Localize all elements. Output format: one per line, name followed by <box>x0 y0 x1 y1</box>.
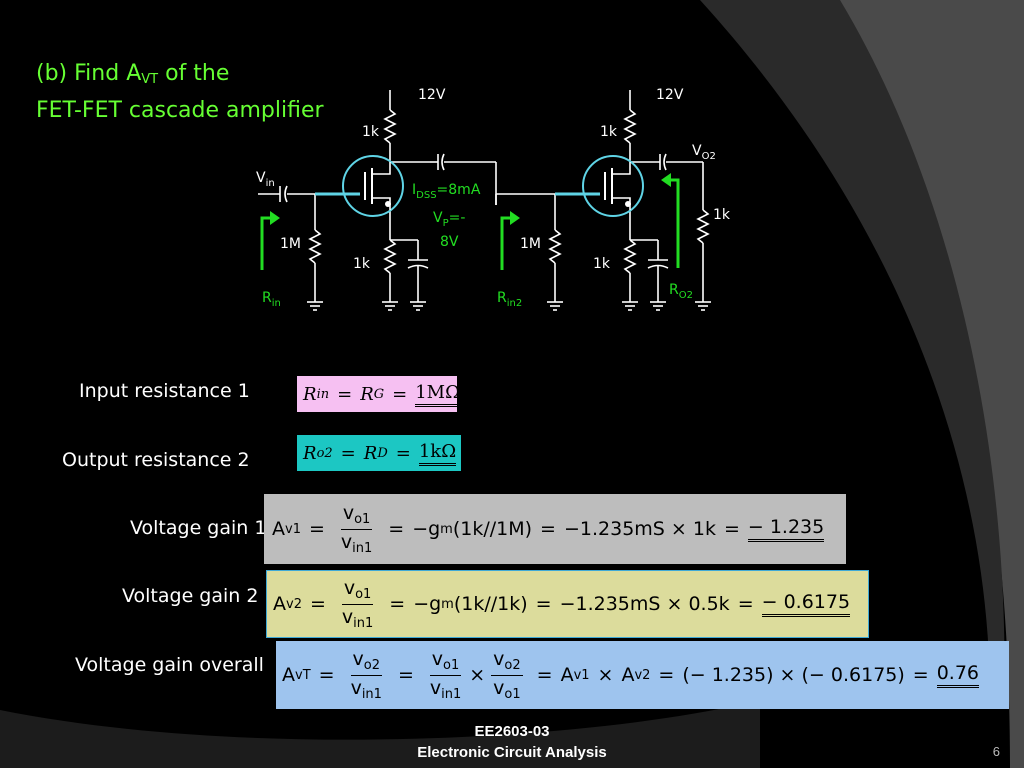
circuit-wires <box>258 90 710 302</box>
footer-course-name: Electronic Circuit Analysis <box>417 744 607 761</box>
label-voltage-gain-overall: Voltage gain overall <box>75 654 264 676</box>
rin2-label: Rin2 <box>497 290 522 309</box>
rs2-label: 1k <box>593 256 611 272</box>
corner-swoosh-dark <box>700 0 1005 700</box>
ro2-label: RO2 <box>669 282 693 301</box>
voltage-gain-2-result: − 0.6175 <box>761 591 851 617</box>
rg1-label: 1M <box>280 236 301 252</box>
fraction-vo2-vin1: vo2 vin1 <box>350 647 382 702</box>
title-line-2: FET-FET cascade amplifier <box>36 98 324 123</box>
voltage-gain-1-result: − 1.235 <box>747 516 825 542</box>
vin-label: Vin <box>256 170 275 189</box>
voltage-gain-overall-result: 0.76 <box>936 662 980 688</box>
vp-label: VP=- <box>433 210 465 229</box>
cascade-amplifier-schematic: 12V 12V 1k 1k Vin VO2 IDSS=8mA VP=- 8V 1… <box>256 87 731 311</box>
title-line-1: (b) Find AVT of the <box>36 61 230 87</box>
label-voltage-gain-2: Voltage gain 2 <box>122 585 259 607</box>
jfet-transistor-2 <box>555 155 644 217</box>
vo2-label: VO2 <box>692 143 716 162</box>
output-resistance-result: 1kΩ <box>418 441 457 466</box>
fraction-vo1-vin1: vo1 vin1 <box>340 501 373 556</box>
supply-label-2: 12V <box>656 87 684 103</box>
input-resistance-result: 1MΩ <box>415 382 461 407</box>
circuit-labels: 12V 12V 1k 1k Vin VO2 IDSS=8mA VP=- 8V 1… <box>256 87 731 309</box>
ground-symbols <box>307 301 711 311</box>
corner-swoosh-light <box>820 0 1024 768</box>
rl-label: 1k <box>713 207 731 223</box>
vp-value-label: 8V <box>440 234 459 250</box>
fraction-vo2-vo1: vo2 vo1 <box>491 647 523 702</box>
label-output-resistance: Output resistance 2 <box>62 449 250 471</box>
footer-course-code: EE2603-03 <box>474 723 550 740</box>
rd2-label: 1k <box>600 124 618 140</box>
label-voltage-gain-1: Voltage gain 1 <box>130 517 267 539</box>
label-input-resistance: Input resistance 1 <box>79 380 250 402</box>
slide-number: 6 <box>992 744 1000 759</box>
supply-label-1: 12V <box>418 87 446 103</box>
rs1-label: 1k <box>353 256 371 272</box>
bottom-swoosh <box>0 700 760 768</box>
jfet-transistor-1 <box>315 155 404 217</box>
idss-label: IDSS=8mA <box>412 182 481 201</box>
fraction-vo1-vin1: vo1 vin1 <box>341 576 374 631</box>
rin-label: Rin <box>262 290 281 309</box>
slide-title: (b) Find AVT of the FET-FET cascade ampl… <box>36 58 324 126</box>
rd1-label: 1k <box>362 124 380 140</box>
rg2-label: 1M <box>520 236 541 252</box>
green-arrows <box>260 173 680 270</box>
fraction-vo1-vin1: vo1 vin1 <box>429 647 462 702</box>
